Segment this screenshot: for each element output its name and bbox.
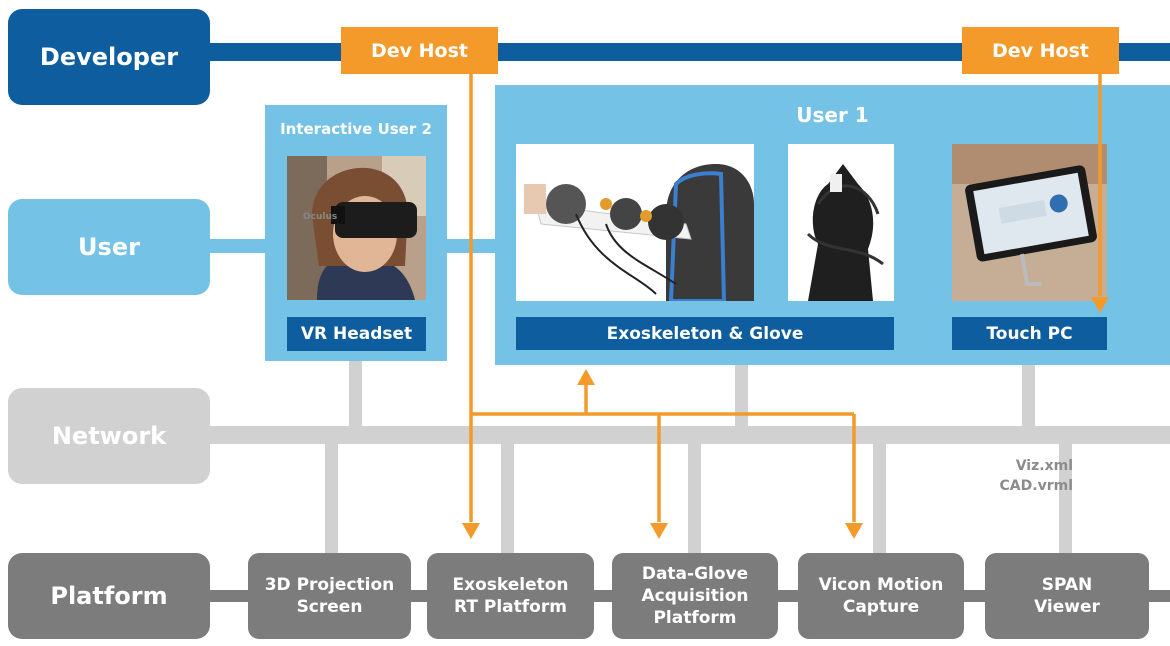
arrowhead: [462, 523, 480, 539]
arrowhead: [577, 369, 595, 385]
network-drop: [501, 440, 514, 558]
platform-3d-projection-screen: 3D Projection Screen: [248, 553, 411, 639]
platform-exoskeleton-rt: Exoskeleton RT Platform: [427, 553, 594, 639]
touch-pc-caption: Touch PC: [952, 317, 1107, 350]
exoskeleton-illustration: [516, 144, 754, 301]
touch-pc-photo: [952, 144, 1107, 301]
vr-headset-photo: Oculus: [287, 156, 426, 300]
dev-host-box-right: Dev Host: [962, 27, 1119, 74]
arrowhead: [650, 523, 668, 539]
dev-host-box-left: Dev Host: [341, 27, 498, 74]
network-drop: [325, 440, 338, 558]
exoskeleton-glove-caption: Exoskeleton & Glove: [516, 317, 894, 350]
touch-pc-illustration: [952, 144, 1107, 301]
user-1-panel: User 1: [495, 85, 1170, 365]
network-drop: [1022, 364, 1035, 430]
vr-headset-caption: VR Headset: [287, 317, 426, 351]
vr-user-illustration: [287, 156, 426, 300]
viz-file-label: Viz.xml: [1015, 458, 1073, 474]
user-layer-label: User: [8, 199, 210, 295]
network-layer-label: Network: [8, 388, 210, 484]
glove-illustration: [788, 144, 894, 301]
platform-layer-label: Platform: [8, 553, 210, 639]
files-annotation: Viz.xml CAD.vrml: [940, 456, 1073, 496]
user-1-title: User 1: [796, 103, 869, 127]
exoskeleton-photo: [516, 144, 754, 301]
platform-vicon-motion-capture: Vicon Motion Capture: [798, 553, 964, 639]
network-drop: [349, 360, 362, 430]
platform-span-viewer: SPAN Viewer: [985, 553, 1149, 639]
network-bus: [200, 426, 1170, 444]
interactive-user-2-panel: Interactive User 2 Oculus VR Headset: [265, 105, 447, 361]
developer-layer-label: Developer: [8, 9, 210, 105]
network-drop: [688, 440, 701, 558]
platform-data-glove-acquisition: Data-Glove Acquisition Platform: [612, 553, 778, 639]
cad-file-label: CAD.vrml: [999, 478, 1073, 494]
network-drop: [735, 364, 748, 430]
headset-brand-label: Oculus: [303, 212, 338, 222]
network-drop: [873, 440, 886, 558]
glove-photo: [788, 144, 894, 301]
network-drop: [1059, 440, 1072, 558]
interactive-user-2-title: Interactive User 2: [280, 120, 432, 138]
arrowhead: [845, 523, 863, 539]
